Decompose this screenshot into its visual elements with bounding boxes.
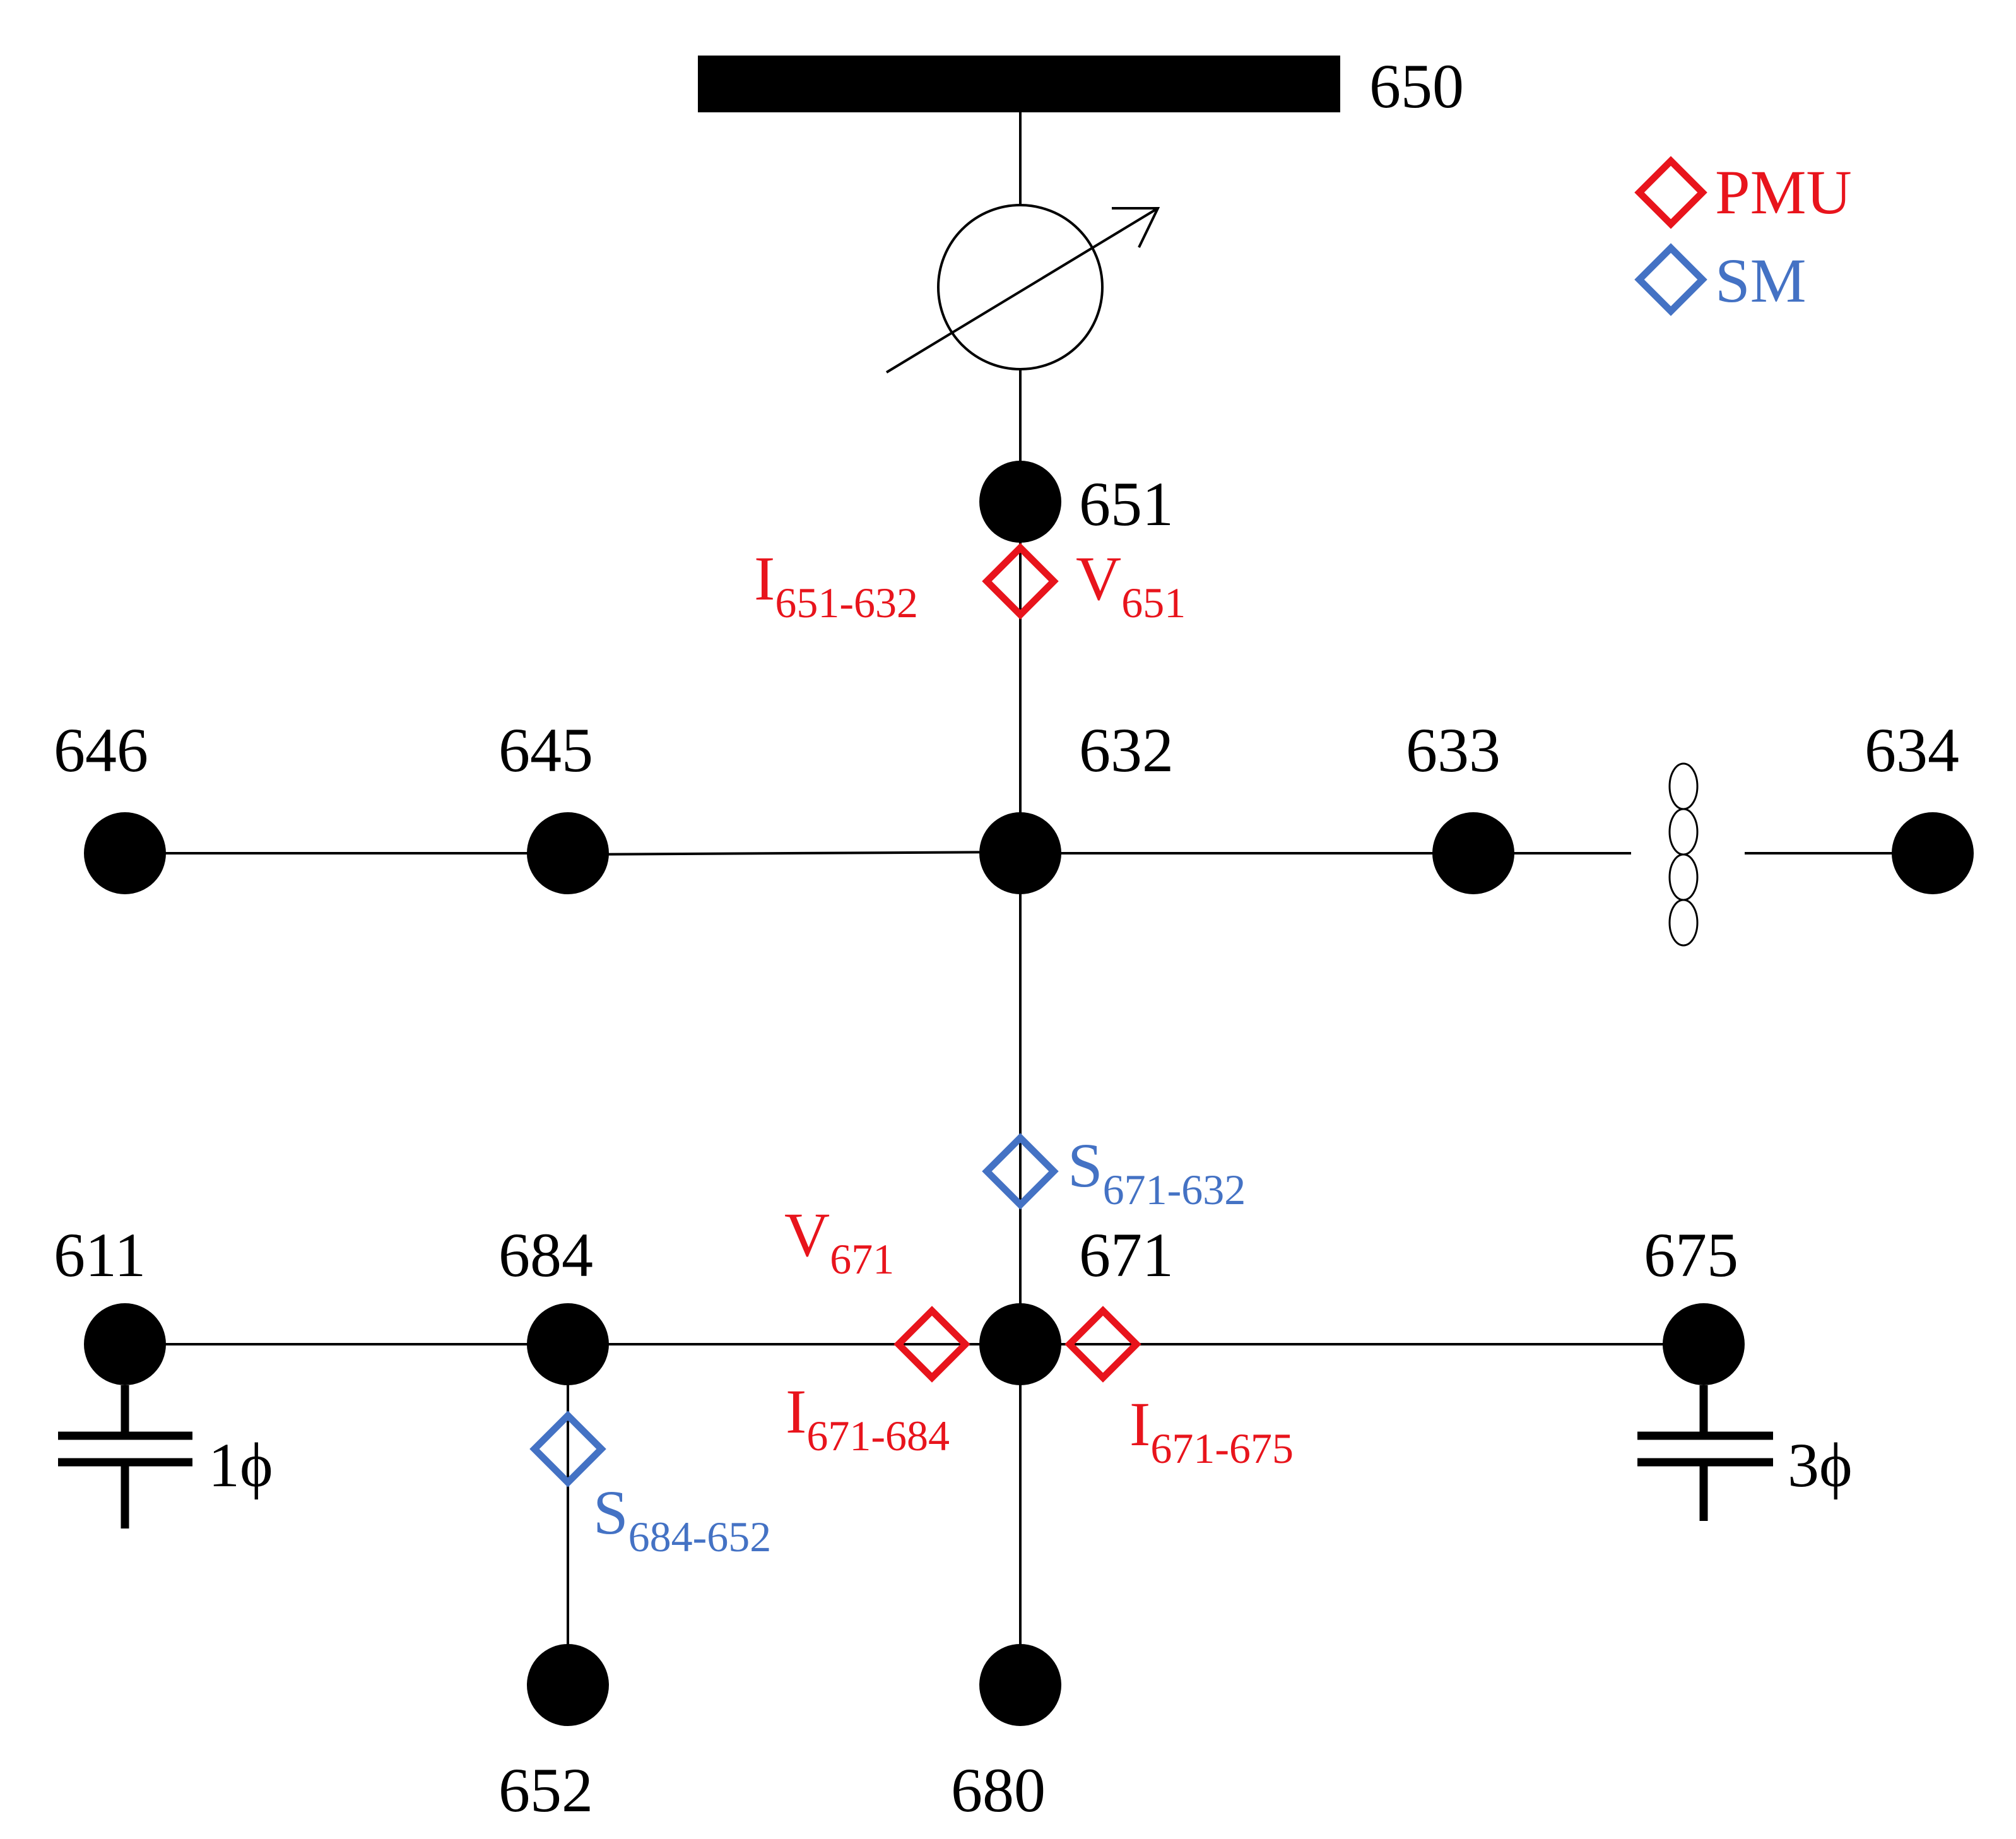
bus-label-634: 634	[1865, 715, 1959, 785]
pmu-current-671-684-label: I671-684	[786, 1376, 950, 1460]
line-645-632	[567, 851, 1021, 856]
legend: PMU SM	[1634, 156, 1852, 316]
bus-node-634	[1892, 812, 1974, 894]
bus-node-633	[1432, 812, 1514, 894]
bus-node-684	[527, 1303, 609, 1385]
bus-label-632: 632	[1079, 715, 1174, 785]
voltage-regulator-icon	[937, 204, 1104, 370]
capacitor-label-1phase: 1ϕ	[208, 1430, 273, 1500]
regulator-arrow-shaft	[885, 207, 1159, 374]
sm-diamond-icon	[529, 1410, 606, 1487]
regulator-arrow-head	[1112, 207, 1160, 248]
substation-bus-650	[698, 56, 1340, 112]
bus-label-675: 675	[1644, 1220, 1738, 1290]
sm-diamond-icon	[982, 1133, 1059, 1210]
bus-label-633: 633	[1406, 715, 1500, 785]
legend-pmu-icon	[1634, 156, 1707, 229]
pmu-diamond-icon	[982, 543, 1059, 620]
capacitor-label-3phase: 3ϕ	[1788, 1430, 1853, 1500]
bus-label-652: 652	[498, 1755, 593, 1825]
bus-label-651: 651	[1079, 469, 1174, 539]
capacitor-icon	[58, 1385, 192, 1529]
legend-pmu-label: PMU	[1715, 157, 1852, 227]
pmu-diamond-icon	[1064, 1306, 1141, 1383]
bus-label-684: 684	[498, 1220, 593, 1290]
pmu-current-671-675-label: I671-675	[1129, 1389, 1294, 1472]
sm-power-671-632-label: S671-632	[1068, 1130, 1246, 1214]
pmu-voltage-651-label: V651	[1076, 543, 1186, 627]
legend-sm-label: SM	[1715, 245, 1807, 316]
legend-sm-icon	[1634, 243, 1707, 316]
transformer-icon	[1668, 762, 1699, 947]
bus-node-675	[1663, 1303, 1745, 1385]
pmu-voltage-671-label: V671	[784, 1200, 894, 1283]
bus-label-680: 680	[951, 1755, 1046, 1825]
bus-label-671: 671	[1079, 1220, 1174, 1290]
bus-node-680	[979, 1644, 1061, 1726]
bus-node-611	[84, 1303, 166, 1385]
bus-label-646: 646	[54, 715, 148, 785]
bus-node-646	[84, 812, 166, 894]
pmu-diamond-icon	[893, 1306, 970, 1383]
bus-node-645	[527, 812, 609, 894]
bus-label-645: 645	[498, 715, 593, 785]
sm-power-684-652-label: S684-652	[593, 1477, 771, 1561]
bus-label-611: 611	[54, 1220, 146, 1290]
pmu-current-651-632-label: I651-632	[754, 543, 918, 627]
bus-label-650: 650	[1369, 51, 1464, 121]
capacitor-icon	[1637, 1385, 1773, 1521]
bus-node-671	[979, 1303, 1061, 1385]
bus-node-652	[527, 1644, 609, 1726]
